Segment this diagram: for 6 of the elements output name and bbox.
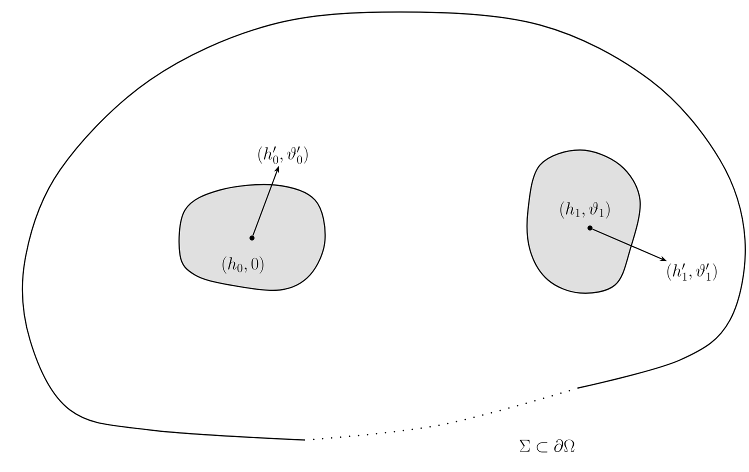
vector-label: $(h_1', \vartheta_1')$	[667, 263, 717, 281]
point-label: $(h_0, 0)$	[222, 256, 264, 274]
point-label: $(h_1, \vartheta_1)$	[560, 201, 610, 219]
vector-label: $(h_0', \vartheta_0')$	[258, 146, 308, 164]
boundary-label: $\Sigma \subset \partial\Omega$	[520, 439, 574, 452]
domain-outline	[22, 11, 746, 441]
